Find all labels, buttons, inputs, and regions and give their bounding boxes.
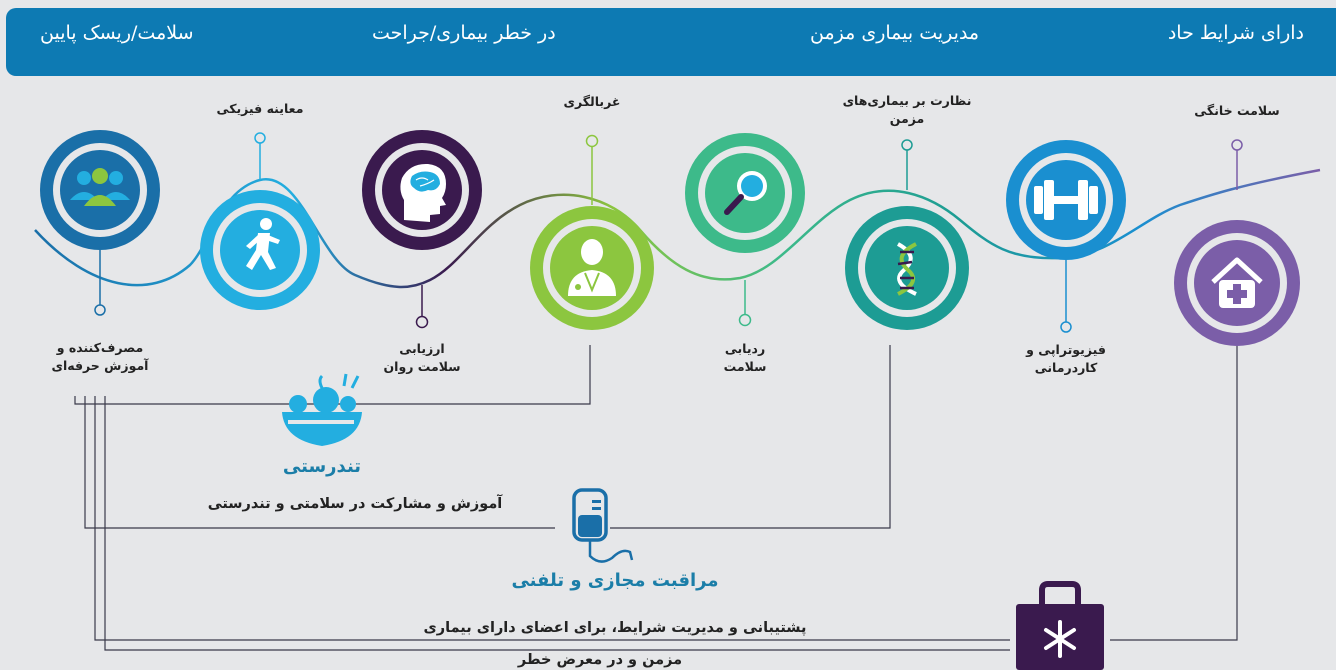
step-mental-assessment-circle xyxy=(362,130,482,250)
label-physio-line1: فیزیوتراپی و xyxy=(1026,342,1106,357)
label-consumer-education: مصرف‌کننده و آموزش حرفه‌ای xyxy=(40,339,160,375)
home-plus-icon xyxy=(1211,257,1263,308)
step-health-tracking-circle xyxy=(685,133,805,253)
label-consumer-education-line2: آموزش حرفه‌ای xyxy=(51,358,149,373)
people-group-icon xyxy=(70,168,130,206)
stage-chronic: مدیریت بیماری مزمن xyxy=(810,22,980,44)
stage-acute: دارای شرایط حاد xyxy=(1167,22,1304,44)
telecare-line2: مزمن و در معرض خطر xyxy=(517,652,683,668)
label-mental-assessment-line1: ارزیابی xyxy=(399,341,445,356)
label-consumer-education-line1: مصرف‌کننده و xyxy=(56,340,144,355)
label-chronic-monitoring-line2: مزمن xyxy=(889,111,925,126)
label-mental-assessment: ارزیابی سلامت روان xyxy=(367,340,477,376)
telecare-title: مراقبت مجازی و تلفنی xyxy=(511,570,719,591)
wellness-title: تندرستی xyxy=(282,456,362,477)
dna-icon xyxy=(896,242,917,296)
stage-banner xyxy=(6,8,1336,76)
medical-kit-icon xyxy=(1016,581,1104,670)
iv-bag-icon xyxy=(572,488,634,563)
step-home-health-circle xyxy=(1174,220,1300,346)
step-physical-exam-circle xyxy=(200,190,320,310)
step-chronic-monitoring-circle xyxy=(845,206,969,330)
stage-low-risk: سلامت/ریسک پایین xyxy=(40,22,194,44)
label-health-tracking-line2: سلامت xyxy=(723,359,767,374)
label-chronic-monitoring: نظارت بر بیماری‌های مزمن xyxy=(842,92,972,128)
label-physical-exam: معاینه فیزیکی xyxy=(216,101,304,116)
label-chronic-monitoring-line1: نظارت بر بیماری‌های xyxy=(842,93,972,108)
telecare-line1: پشتیبانی و مدیریت شرایط، برای اعضای دارا… xyxy=(423,620,807,636)
label-physio-line2: کاردرمانی xyxy=(1034,360,1098,375)
step-screening-circle xyxy=(530,206,654,330)
dumbbell-icon xyxy=(1034,180,1098,220)
label-screening: غربالگری xyxy=(563,94,621,109)
step-consumer-education-circle xyxy=(40,130,160,250)
running-person-icon xyxy=(246,218,280,270)
label-physio: فیزیوتراپی و کاردرمانی xyxy=(1010,341,1122,377)
brain-head-icon xyxy=(400,163,446,222)
label-mental-assessment-line2: سلامت روان xyxy=(383,359,461,374)
doctor-icon xyxy=(568,239,616,296)
step-physio-circle xyxy=(1006,140,1126,260)
label-health-tracking-line1: ردیابی xyxy=(724,341,766,356)
magnifier-icon xyxy=(724,171,767,215)
salad-bowl-icon xyxy=(282,373,362,446)
stage-at-risk: در خطر بیماری/جراحت xyxy=(372,22,556,44)
wellness-subtitle: آموزش و مشارکت در سلامتی و تندرستی xyxy=(207,496,503,512)
label-health-tracking: ردیابی سلامت xyxy=(705,340,785,376)
label-home-health: سلامت خانگی xyxy=(1194,103,1280,118)
